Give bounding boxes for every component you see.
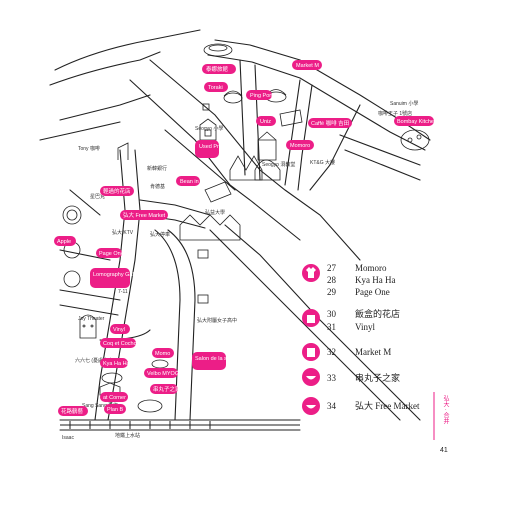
- svg-text:Uniz: Uniz: [260, 119, 271, 125]
- label-star: 星巴克: [90, 194, 105, 200]
- shop-pins: 泰娜旅館 Market M Toraki Ping Pong Uniz Caff…: [54, 60, 437, 416]
- svg-text:Kya Ha Ha: Kya Ha Ha: [103, 361, 131, 367]
- label-joy: Joy Theater: [78, 316, 105, 322]
- legend-num-34: 34: [327, 401, 337, 411]
- side-tab-label: 弘大 · 合井: [442, 394, 449, 425]
- pin-p12[interactable]: 弘大 Free Market: [120, 210, 168, 220]
- legend-num-31: 31: [327, 322, 336, 332]
- area-labels: Seogyo 小學 Seogyo 洞教堂 Tony 咖啡 新韓銀行 星巴克 弘益…: [62, 100, 418, 441]
- legend-name-28: Kya Ha Ha: [355, 275, 395, 285]
- svg-text:Momo: Momo: [155, 351, 170, 357]
- label-kfc: 肯德基: [150, 183, 165, 190]
- pin-p20[interactable]: Velbo MYOG: [144, 368, 179, 378]
- legend-name-33: 串丸子之家: [355, 372, 400, 383]
- legend-name-27: Momoro: [355, 263, 387, 273]
- svg-text:Salon de la sorcière: Salon de la sorcière: [195, 356, 244, 362]
- label-ktv: 弘大 KTV: [112, 229, 134, 236]
- legend-num-29: 29: [327, 287, 337, 297]
- legend-name-29: Page One: [355, 287, 390, 297]
- svg-text:Caffé 咖啡 吉田: Caffé 咖啡 吉田: [311, 119, 349, 127]
- subway-track: [60, 421, 300, 429]
- road-network: [39, 29, 431, 431]
- pin-p5[interactable]: Uniz: [256, 116, 276, 126]
- svg-text:串丸子之家: 串丸子之家: [153, 385, 181, 393]
- svg-text:Bean in: Bean in: [180, 179, 199, 185]
- pin-p3[interactable]: Toraki: [204, 82, 228, 92]
- pin-p19[interactable]: Momo: [152, 348, 174, 358]
- label-girls-school: 弘大附屬女子高中: [197, 317, 237, 324]
- label-hongik-univ: 弘益大學: [205, 209, 225, 216]
- svg-text:輕過的花店: 輕過的花店: [103, 187, 131, 195]
- label-sanuim: Sanuim 小學: [390, 100, 418, 107]
- legend-num-33: 33: [327, 373, 337, 383]
- legend-name-30: 飯盒的花店: [355, 308, 400, 319]
- svg-text:Toraki: Toraki: [208, 85, 223, 91]
- legend-num-27: 27: [327, 263, 337, 273]
- label-kt: KT&G 大樓: [310, 159, 335, 166]
- label-sangsang: Sang Sang 藝術: [82, 402, 118, 409]
- pin-p11[interactable]: 輕過的花店: [100, 186, 134, 196]
- legend-num-30: 30: [327, 309, 337, 319]
- label-hapjeong: 地鐵上水站: [115, 432, 140, 439]
- svg-text:Coq et Cochon: Coq et Cochon: [103, 341, 140, 347]
- legend-name-34: 弘大 Free Market: [355, 400, 420, 411]
- legend-icons: [302, 264, 320, 415]
- svg-text:Velbo MYOG: Velbo MYOG: [147, 371, 179, 377]
- legend-num-28: 28: [327, 275, 337, 285]
- label-seogyo: Seogyo 小學: [195, 125, 223, 132]
- pin-p25[interactable]: 花路鶴藝: [58, 406, 88, 416]
- label-hongik-st: 弘大停車: [150, 231, 170, 238]
- pin-p4[interactable]: Ping Pong: [246, 90, 275, 100]
- svg-text:at Corner: at Corner: [103, 395, 126, 401]
- label-tony: Tony 咖啡: [78, 145, 100, 152]
- svg-text:Used Project: Used Project: [199, 144, 231, 150]
- pin-p16[interactable]: Vinyl: [110, 324, 130, 334]
- pin-p18[interactable]: Kya Ha Ha: [100, 358, 131, 368]
- illustrations: [62, 43, 430, 413]
- label-tap: 六六七 (憂慮寬廣): [75, 357, 115, 364]
- svg-text:Momoro: Momoro: [290, 143, 310, 149]
- page-number: 41: [440, 447, 448, 454]
- svg-text:Ping Pong: Ping Pong: [250, 93, 275, 99]
- label-seogyo-church: Seogyo 洞教堂: [262, 161, 295, 168]
- pin-p15[interactable]: Lomography Gallery Store: [90, 268, 157, 288]
- pin-p2[interactable]: Market M: [292, 60, 322, 70]
- svg-text:Vinyl: Vinyl: [113, 327, 125, 333]
- pin-p9[interactable]: Momoro: [286, 140, 314, 150]
- legend-name-31: Vinyl: [355, 322, 375, 332]
- svg-text:Page One: Page One: [99, 251, 124, 257]
- svg-text:Market M: Market M: [296, 63, 319, 69]
- svg-text:Plan B: Plan B: [107, 407, 124, 413]
- label-kyunghee: 咖啡王子 1號店: [378, 110, 412, 117]
- legend-num-32: 32: [327, 347, 336, 357]
- svg-text:泰娜旅館: 泰娜旅館: [206, 65, 229, 73]
- svg-text:Apple: Apple: [57, 239, 71, 245]
- svg-text:弘大 Free Market: 弘大 Free Market: [123, 211, 166, 219]
- label-isaac: Isaac: [62, 435, 74, 441]
- label-seven: 7-11: [118, 289, 128, 295]
- pin-p23[interactable]: at Corner: [100, 392, 128, 402]
- pin-p7[interactable]: Bombay Kitchen: [394, 116, 437, 126]
- svg-text:Bombay Kitchen: Bombay Kitchen: [397, 119, 437, 125]
- pin-p17[interactable]: Coq et Cochon: [100, 338, 140, 348]
- label-bank: 新韓銀行: [147, 165, 167, 172]
- pin-p6[interactable]: Caffé 咖啡 吉田: [308, 118, 352, 128]
- svg-text:Lomography Gallery Store: Lomography Gallery Store: [93, 272, 157, 278]
- pin-p14[interactable]: Page One: [96, 248, 124, 258]
- pin-p8[interactable]: Used Project: [195, 140, 231, 158]
- pin-p13[interactable]: Apple: [54, 236, 76, 246]
- pin-p21[interactable]: Salon de la sorcière: [192, 352, 244, 370]
- pin-p1[interactable]: 泰娜旅館: [202, 64, 236, 74]
- side-tab: 弘大 · 合井 41: [433, 392, 449, 454]
- legend-name-32: Market M: [355, 347, 391, 357]
- pin-p10[interactable]: Bean in: [176, 176, 200, 186]
- svg-text:花路鶴藝: 花路鶴藝: [61, 407, 84, 415]
- pin-p24[interactable]: Plan B: [104, 404, 126, 414]
- pin-p22[interactable]: 串丸子之家: [150, 384, 181, 394]
- legend: 27 Momoro 28 Kya Ha Ha 29 Page One 30 飯盒…: [302, 263, 420, 415]
